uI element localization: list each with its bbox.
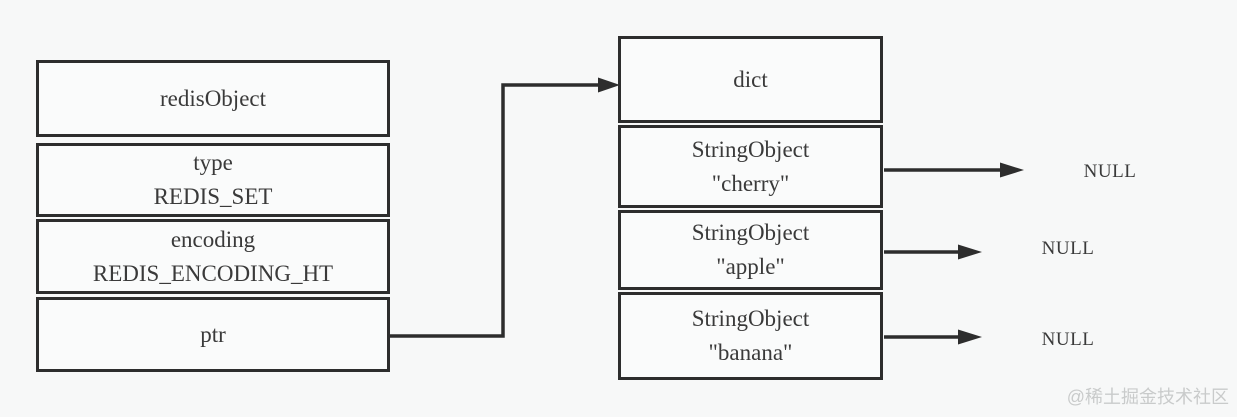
- type-field-value: REDIS_SET: [153, 184, 273, 209]
- apple-null-arrowhead: [958, 244, 982, 260]
- redisobject-header-box: redisObject: [36, 60, 390, 137]
- stringobject-apple-box: StringObject "apple": [618, 210, 883, 290]
- null-label-apple: NULL: [1041, 238, 1095, 259]
- stringobject-cherry-box: StringObject "cherry": [618, 125, 883, 208]
- stringobject-apple-type: StringObject: [691, 220, 810, 245]
- type-field-label: type: [193, 150, 233, 175]
- ptr-box: ptr: [36, 297, 390, 372]
- stringobject-cherry-value: "cherry": [711, 170, 790, 196]
- stringobject-banana-value: "banana": [708, 340, 793, 365]
- stringobject-apple-value: "apple": [716, 254, 785, 279]
- watermark-text: @稀土掘金技术社区: [1066, 387, 1229, 407]
- banana-null-arrowhead: [958, 329, 982, 345]
- stringobject-cherry-type: StringObject: [691, 136, 810, 162]
- stringobject-banana-box: StringObject "banana": [618, 292, 883, 380]
- encoding-field-value: REDIS_ENCODING_HT: [92, 260, 334, 286]
- encoding-box: encoding REDIS_ENCODING_HT: [36, 219, 390, 294]
- stringobject-banana-type: StringObject: [691, 306, 810, 331]
- null-label-cherry: NULL: [1083, 161, 1137, 182]
- encoding-field-label: encoding: [170, 226, 256, 252]
- ptr-to-dict-arrowhead: [598, 77, 620, 93]
- redisobject-label: redisObject: [159, 85, 266, 111]
- type-box: type REDIS_SET: [36, 143, 390, 217]
- cherry-null-arrowhead: [1000, 162, 1024, 178]
- dict-box: dict: [618, 36, 883, 123]
- null-label-banana: NULL: [1041, 329, 1095, 350]
- ptr-to-dict-arrow: [390, 83, 600, 338]
- dict-label: dict: [733, 66, 768, 92]
- ptr-field-label: ptr: [200, 321, 226, 347]
